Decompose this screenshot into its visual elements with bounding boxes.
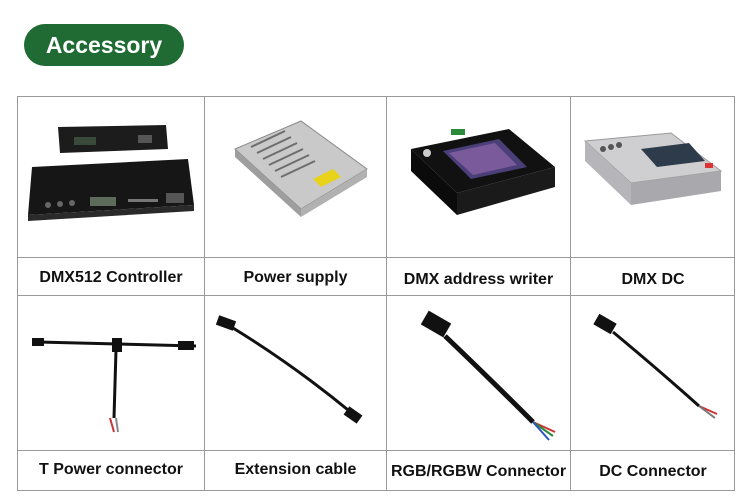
page-title: Accessory [45,31,163,58]
dmx-address-writer-image [387,97,570,257]
grid-divider [386,97,387,490]
rgb-rgbw-connector-image [387,296,570,450]
item-label-rgb-rgbw-connector: RGB/RGBW Connector [390,463,567,480]
item-label-dc-connector: DC Connector [599,463,707,480]
grid-divider [570,97,571,490]
dmx-dc-image [571,97,735,257]
item-label-power-supply: Power supply [243,269,348,286]
item-label-dmx512-controller: DMX512 Controller [39,269,183,286]
grid-divider [18,257,734,258]
t-power-connector-image [18,296,204,450]
item-label-t-power-connector: T Power connector [38,461,184,478]
accessory-title-badge: Accessory [24,24,184,66]
extension-cable-image [205,296,386,450]
accessory-grid: DMX512 Controller Power supply DMX addre… [17,96,735,491]
power-supply-image [205,97,386,257]
dmx512-controller-image [18,97,204,257]
dc-connector-image [571,296,735,450]
grid-divider [18,450,734,451]
grid-divider [204,97,205,490]
item-label-dmx-address-writer: DMX address writer [403,271,554,288]
grid-divider [18,295,734,296]
item-label-extension-cable: Extension cable [234,461,357,478]
item-label-dmx-dc: DMX DC [621,271,685,288]
